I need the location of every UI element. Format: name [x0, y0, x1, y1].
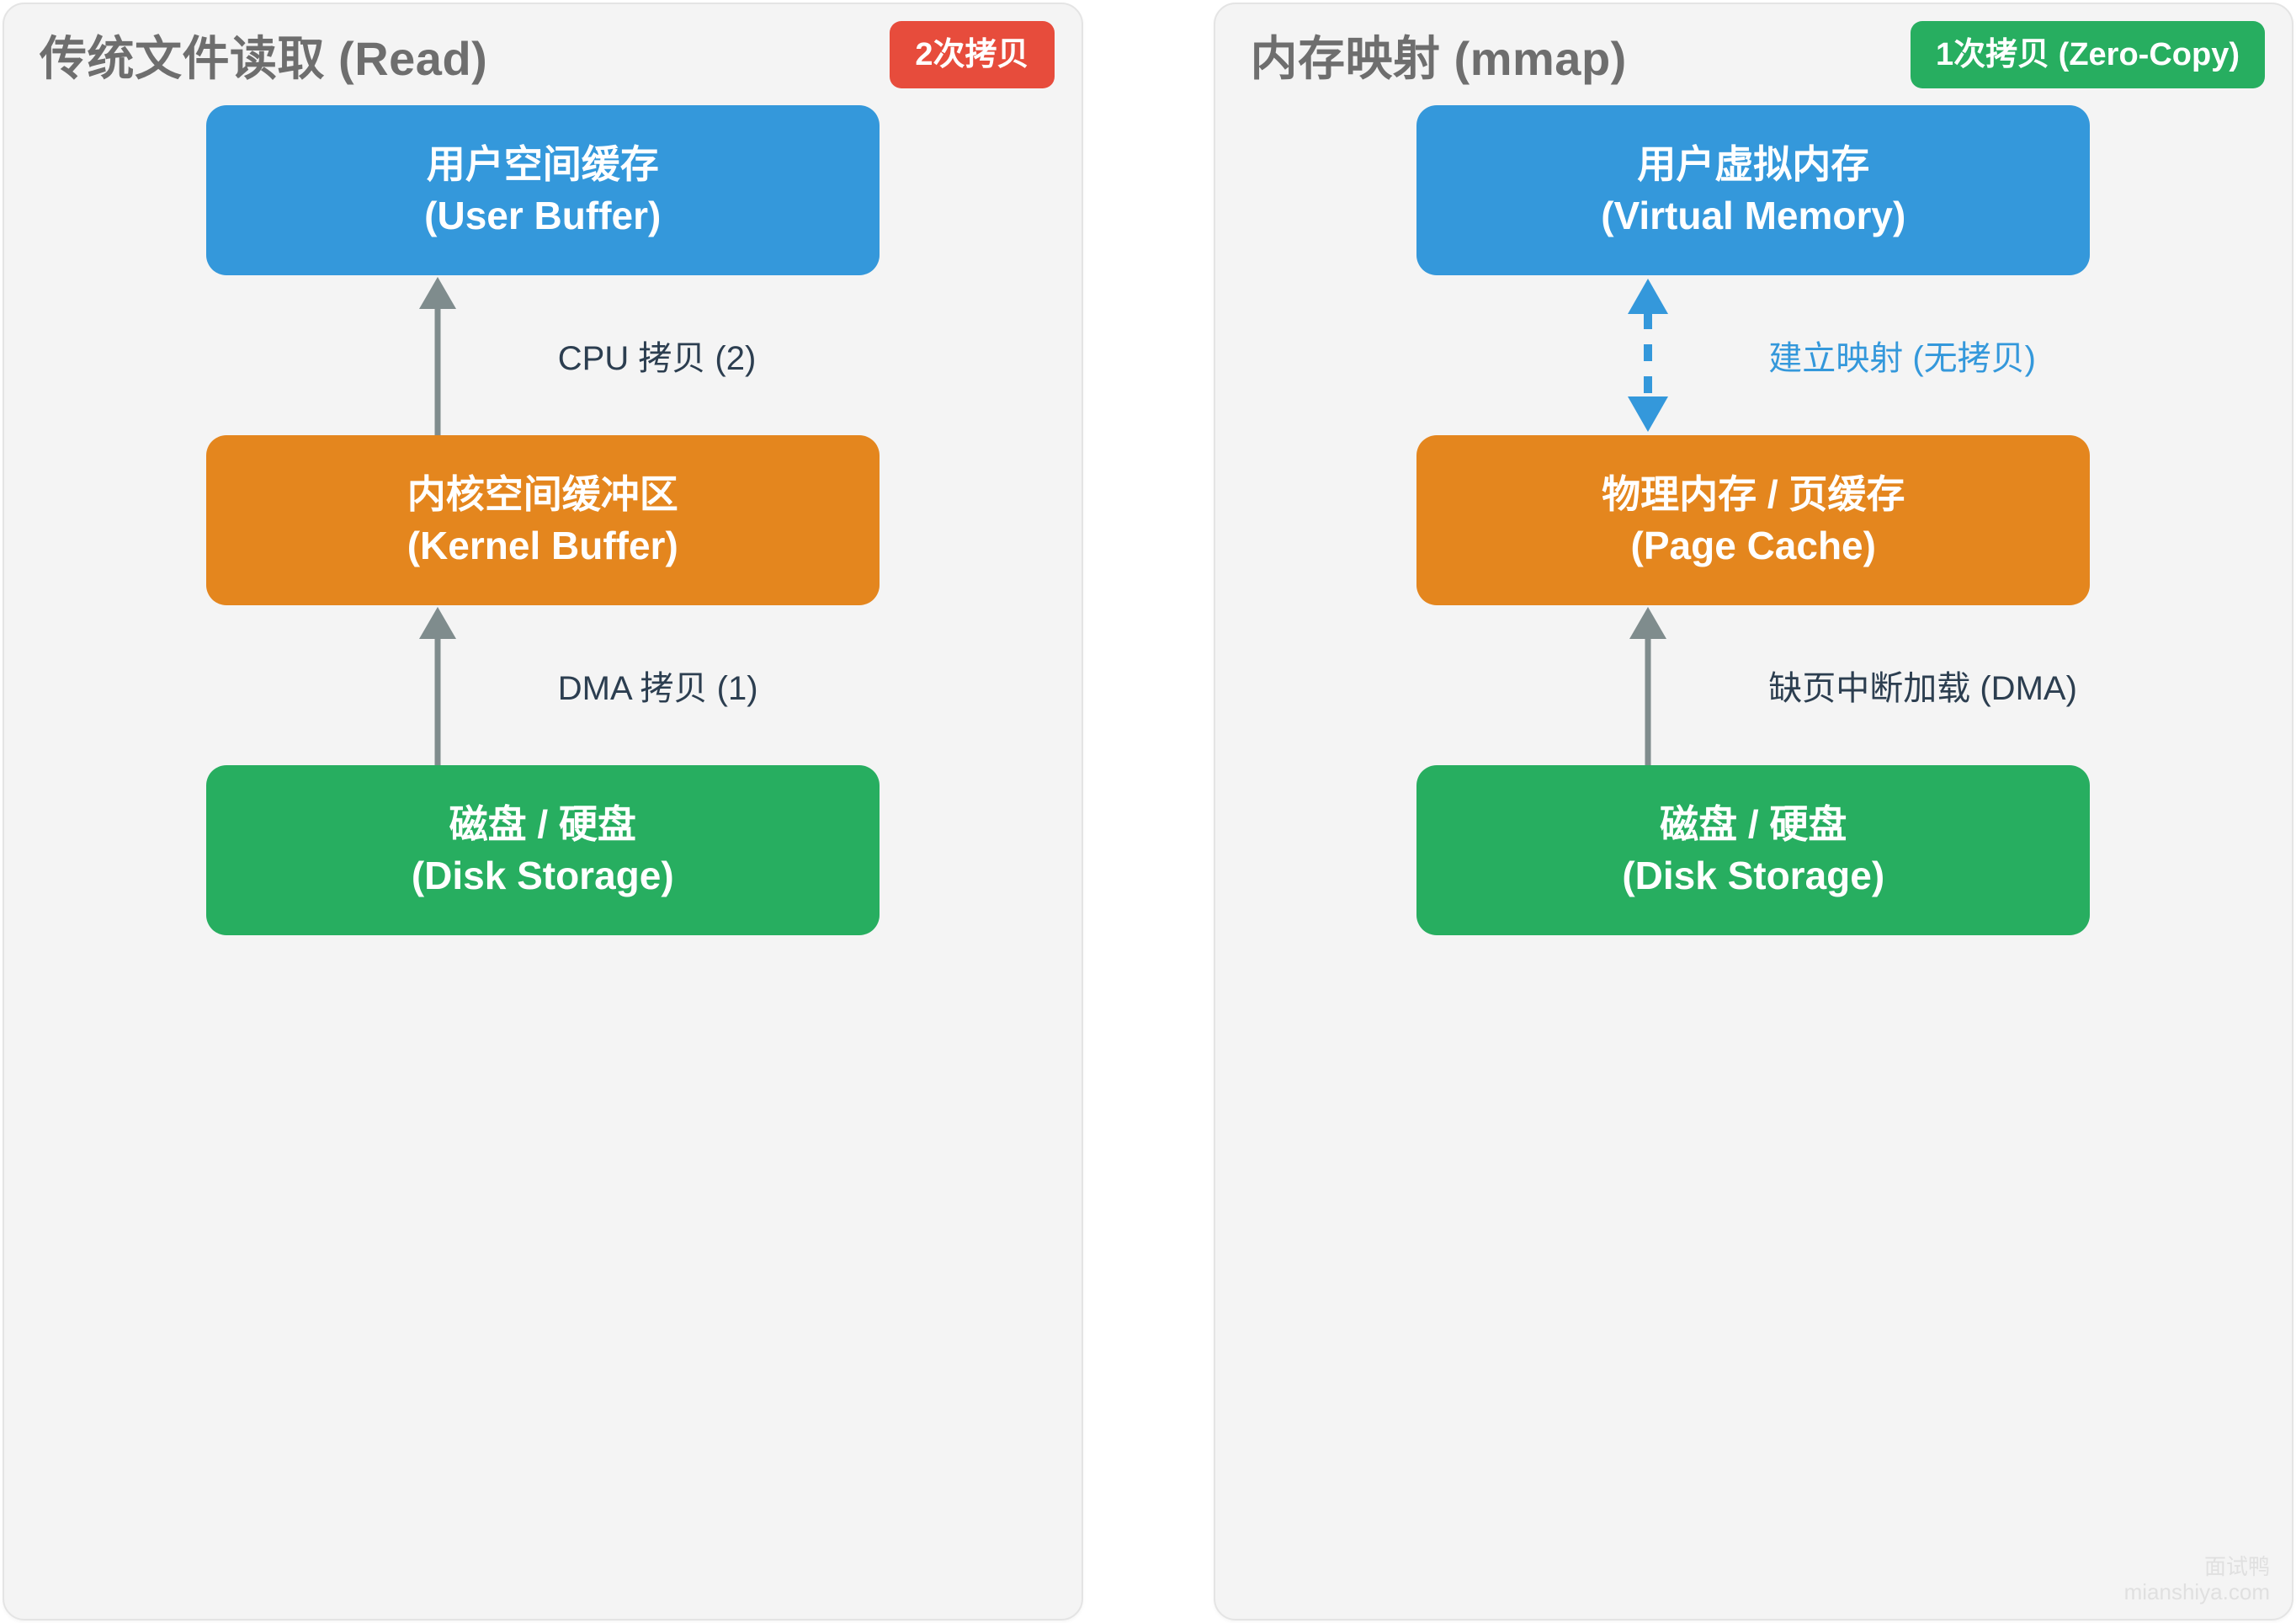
- node-label-en: (Disk Storage): [1622, 854, 1885, 897]
- page-cache-box: 物理内存 / 页缓存 (Page Cache): [1416, 435, 2091, 605]
- copy-count-badge: 2次拷贝: [890, 21, 1055, 88]
- node-label-en: (User Buffer): [424, 194, 662, 237]
- connector-label: DMA 拷贝 (1): [557, 670, 758, 707]
- arrow-bidirectional-dashed-blue: [1416, 275, 2090, 435]
- connector-cpu-copy: CPU 拷贝 (2): [206, 275, 880, 435]
- node-label-en: (Page Cache): [1630, 524, 1876, 567]
- node-label-cn: 用户空间缓存: [426, 141, 659, 186]
- copy-count-badge: 1次拷贝 (Zero-Copy): [1910, 21, 2265, 88]
- node-label-cn: 内核空间缓冲区: [407, 471, 678, 516]
- flow-diagram: 用户虚拟内存 (Virtual Memory) 建立映射 (无拷贝) 物理内存 …: [1215, 105, 2293, 935]
- watermark-brand: 面试鸭: [2203, 1554, 2270, 1580]
- connector-label: 建立映射 (无拷贝): [1768, 340, 2037, 377]
- node-label-en: (Virtual Memory): [1601, 194, 1906, 237]
- connector-dma-copy: DMA 拷贝 (1): [206, 605, 880, 765]
- arrow-up-solid-gray: [206, 275, 880, 435]
- kernel-buffer-box: 内核空间缓冲区 (Kernel Buffer): [205, 435, 880, 605]
- node-label-cn: 物理内存 / 页缓存: [1602, 471, 1905, 516]
- disk-storage-box: 磁盘 / 硬盘 (Disk Storage): [1416, 765, 2091, 935]
- node-label-cn: 磁盘 / 硬盘: [449, 801, 636, 846]
- arrow-up-solid-gray: [1416, 605, 2090, 765]
- virtual-memory-box: 用户虚拟内存 (Virtual Memory): [1416, 105, 2091, 275]
- panel-header: 内存映射 (mmap) 1次拷贝 (Zero-Copy): [1215, 4, 2293, 105]
- panel-title: 传统文件读取 (Read): [40, 31, 488, 85]
- watermark: 面试鸭 mianshiya.com: [2123, 1554, 2270, 1605]
- user-buffer-box: 用户空间缓存 (User Buffer): [205, 105, 880, 275]
- panel-header: 传统文件读取 (Read) 2次拷贝: [4, 4, 1082, 105]
- connector-page-fault: 缺页中断加载 (DMA): [1416, 605, 2090, 765]
- panel-mmap: 内存映射 (mmap) 1次拷贝 (Zero-Copy) 用户虚拟内存 (Vir…: [1213, 3, 2293, 1620]
- panel-title: 内存映射 (mmap): [1250, 31, 1627, 85]
- arrow-up-solid-gray: [206, 605, 880, 765]
- node-label-en: (Kernel Buffer): [407, 524, 678, 567]
- connector-label: CPU 拷贝 (2): [557, 340, 757, 377]
- watermark-url: mianshiya.com: [2123, 1579, 2270, 1605]
- node-label-cn: 用户虚拟内存: [1637, 141, 1870, 186]
- connector-mapping: 建立映射 (无拷贝): [1416, 275, 2090, 435]
- panel-traditional-read: 传统文件读取 (Read) 2次拷贝 用户空间缓存 (User Buffer) …: [3, 3, 1083, 1620]
- disk-storage-box: 磁盘 / 硬盘 (Disk Storage): [205, 765, 880, 935]
- connector-label: 缺页中断加载 (DMA): [1768, 670, 2077, 707]
- node-label-en: (Disk Storage): [411, 854, 674, 897]
- flow-diagram: 用户空间缓存 (User Buffer) CPU 拷贝 (2) 内核空间缓冲区 …: [4, 105, 1082, 935]
- node-label-cn: 磁盘 / 硬盘: [1660, 801, 1847, 846]
